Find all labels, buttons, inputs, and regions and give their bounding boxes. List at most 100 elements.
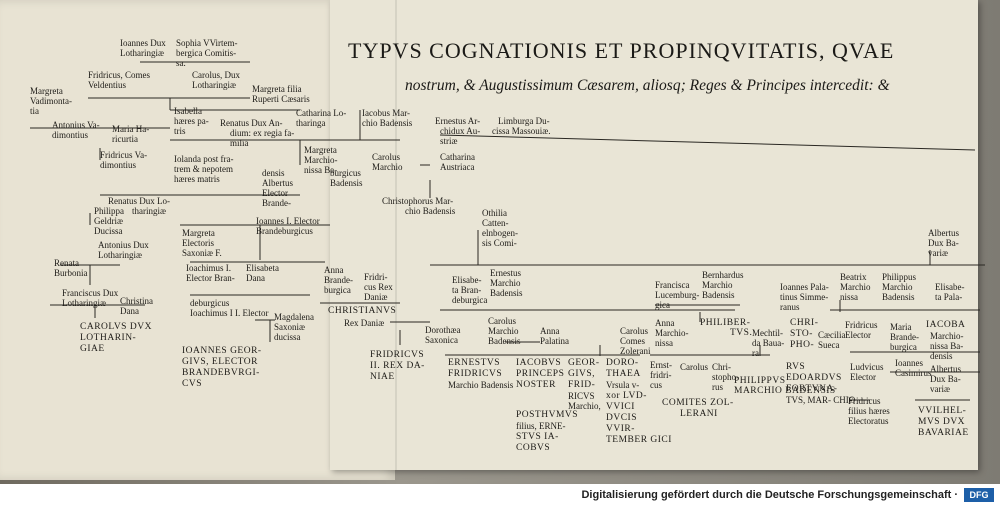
tree-node: PHILIPPVS xyxy=(734,376,786,386)
tree-node: BAVARIAE xyxy=(918,428,969,438)
tree-node: Badensis xyxy=(330,178,363,188)
tree-node: GEOR- xyxy=(568,358,600,368)
tree-node: Fridri- xyxy=(364,272,388,282)
tree-node: Antonius Dux xyxy=(98,240,149,250)
tree-node: bergica Comitis- xyxy=(176,48,237,58)
tree-node: gica xyxy=(655,300,670,310)
tree-node: burgica xyxy=(324,285,351,295)
tree-node: ranus xyxy=(780,302,800,312)
tree-node: da Baua- xyxy=(752,338,785,348)
tree-node: Marchio- xyxy=(304,155,338,165)
tree-node: IACOBA xyxy=(926,320,966,330)
tree-node: Marchio xyxy=(488,326,519,336)
tree-node: Elector xyxy=(845,330,871,340)
tree-node: Saxonica xyxy=(425,335,458,345)
tree-node: Marchio- xyxy=(930,331,964,341)
tree-node: THAEA xyxy=(606,369,641,379)
tree-node: Christina xyxy=(120,296,153,306)
tree-node: dimontius xyxy=(100,160,137,170)
chart-subtitle: nostrum, & Augustissimum Cæsarem, aliosq… xyxy=(405,77,890,94)
tree-node: sa. xyxy=(176,58,186,68)
tree-node: burgica xyxy=(890,342,917,352)
tree-node: Saxoniæ xyxy=(274,322,306,332)
tree-node: COMITES ZOL- xyxy=(662,398,734,408)
tree-node: MVS DVX xyxy=(918,417,966,427)
tree-node: DORO- xyxy=(606,358,639,368)
tree-node: Comes xyxy=(620,336,646,346)
chart-title: TYPVS COGNATIONIS ET PROPINQVITATIS, QVA… xyxy=(348,38,895,63)
tree-node: Marchio xyxy=(372,162,403,172)
tree-node: GIVS, xyxy=(568,369,596,379)
tree-node: Othilia xyxy=(482,208,507,218)
tree-node: Zolerani xyxy=(620,346,651,356)
tree-node: Elector xyxy=(850,372,876,382)
tree-node: NIAE xyxy=(370,372,395,382)
tree-node: IOANNES GEOR- xyxy=(182,346,262,356)
tree-node: Margreta xyxy=(304,145,337,155)
tree-node: Catharina Lo- xyxy=(296,108,347,118)
tree-node: Ioachimus I. xyxy=(186,263,231,273)
tree-node: Brandeburgicus xyxy=(256,226,313,236)
tree-node: Catten- xyxy=(482,218,509,228)
tree-node: Antonius Va- xyxy=(52,120,100,130)
tree-node: Dux Ba- xyxy=(930,374,961,384)
tree-node: ta Pala- xyxy=(935,292,963,302)
tree-node: FORTVNA- xyxy=(786,384,838,394)
tree-node: LOTHARIN- xyxy=(80,333,137,343)
tree-node: Philippus xyxy=(882,272,917,282)
tree-node: CHRI- xyxy=(790,318,819,328)
tree-node: VVIR- xyxy=(606,424,635,434)
tree-node: Limburga Du- xyxy=(498,116,550,126)
tree-node: Francisca xyxy=(655,280,690,290)
tree-node: Veldentius xyxy=(88,80,126,90)
tree-node: ducissa xyxy=(274,332,301,342)
tree-node: Chri- xyxy=(712,362,731,372)
tree-node: Carolus xyxy=(488,316,516,326)
tree-node: cus xyxy=(650,380,662,390)
tree-node: Badensis xyxy=(882,292,915,302)
tree-node: Renatus Dux Lo- xyxy=(108,196,170,206)
tree-node: Brande- xyxy=(890,332,919,342)
funding-credit: Digitalisierung gefördert durch die Deut… xyxy=(581,489,958,501)
tree-node: Iolanda post fra- xyxy=(174,154,234,164)
tree-node: Ioachimus I I. Elector xyxy=(190,308,269,318)
tree-node: Marchio xyxy=(702,280,733,290)
tree-node: Dana xyxy=(120,306,139,316)
tree-node: MARCHIO BADENSIS xyxy=(734,386,836,396)
tree-node: ta Bran- xyxy=(452,285,482,295)
tree-node: Elisabe- xyxy=(935,282,965,292)
tree-node: Carolus xyxy=(620,326,648,336)
tree-node: deburgica xyxy=(452,295,488,305)
tree-node: Mechtil- xyxy=(752,328,783,338)
tree-node: COBVS xyxy=(516,443,551,453)
tree-node: PHO- xyxy=(790,340,815,350)
tree-node: Christophorus Mar- xyxy=(382,196,454,206)
tree-node: Rex Daniæ xyxy=(344,318,385,328)
tree-node: cissa Massouiæ. xyxy=(492,126,551,136)
tree-node: trem & nepotem xyxy=(174,164,233,174)
tree-node: chio Badensis xyxy=(362,118,413,128)
tree-node: Carolus xyxy=(680,362,708,372)
tree-node: milia xyxy=(230,138,249,148)
tree-node: Margreta xyxy=(30,86,63,96)
tree-node: Vrsula v- xyxy=(606,380,640,390)
tree-node: variæ xyxy=(930,384,950,394)
tree-node: variæ xyxy=(928,248,948,258)
tree-node: cus Rex xyxy=(364,282,393,292)
tree-node: Elisabe- xyxy=(452,275,482,285)
tree-node: Marchio- xyxy=(655,328,689,338)
tree-node: RVS xyxy=(786,362,806,372)
tree-node: PHILIBER- xyxy=(700,318,751,328)
tree-node: Renata xyxy=(54,258,79,268)
tree-node: Marchio xyxy=(840,282,871,292)
tree-node: dimontius xyxy=(52,130,89,140)
tree-node: tia xyxy=(30,106,39,116)
tree-node: chidux Au- xyxy=(440,126,481,136)
tree-node: hæres pa- xyxy=(174,116,209,126)
tree-node: Bernhardus xyxy=(702,270,744,280)
tree-node: BRANDEBVRGI- xyxy=(182,368,260,378)
tree-node: Casimirus xyxy=(895,368,932,378)
tree-node: Dana xyxy=(246,273,265,283)
tree-node: elnbogen- xyxy=(482,228,518,238)
